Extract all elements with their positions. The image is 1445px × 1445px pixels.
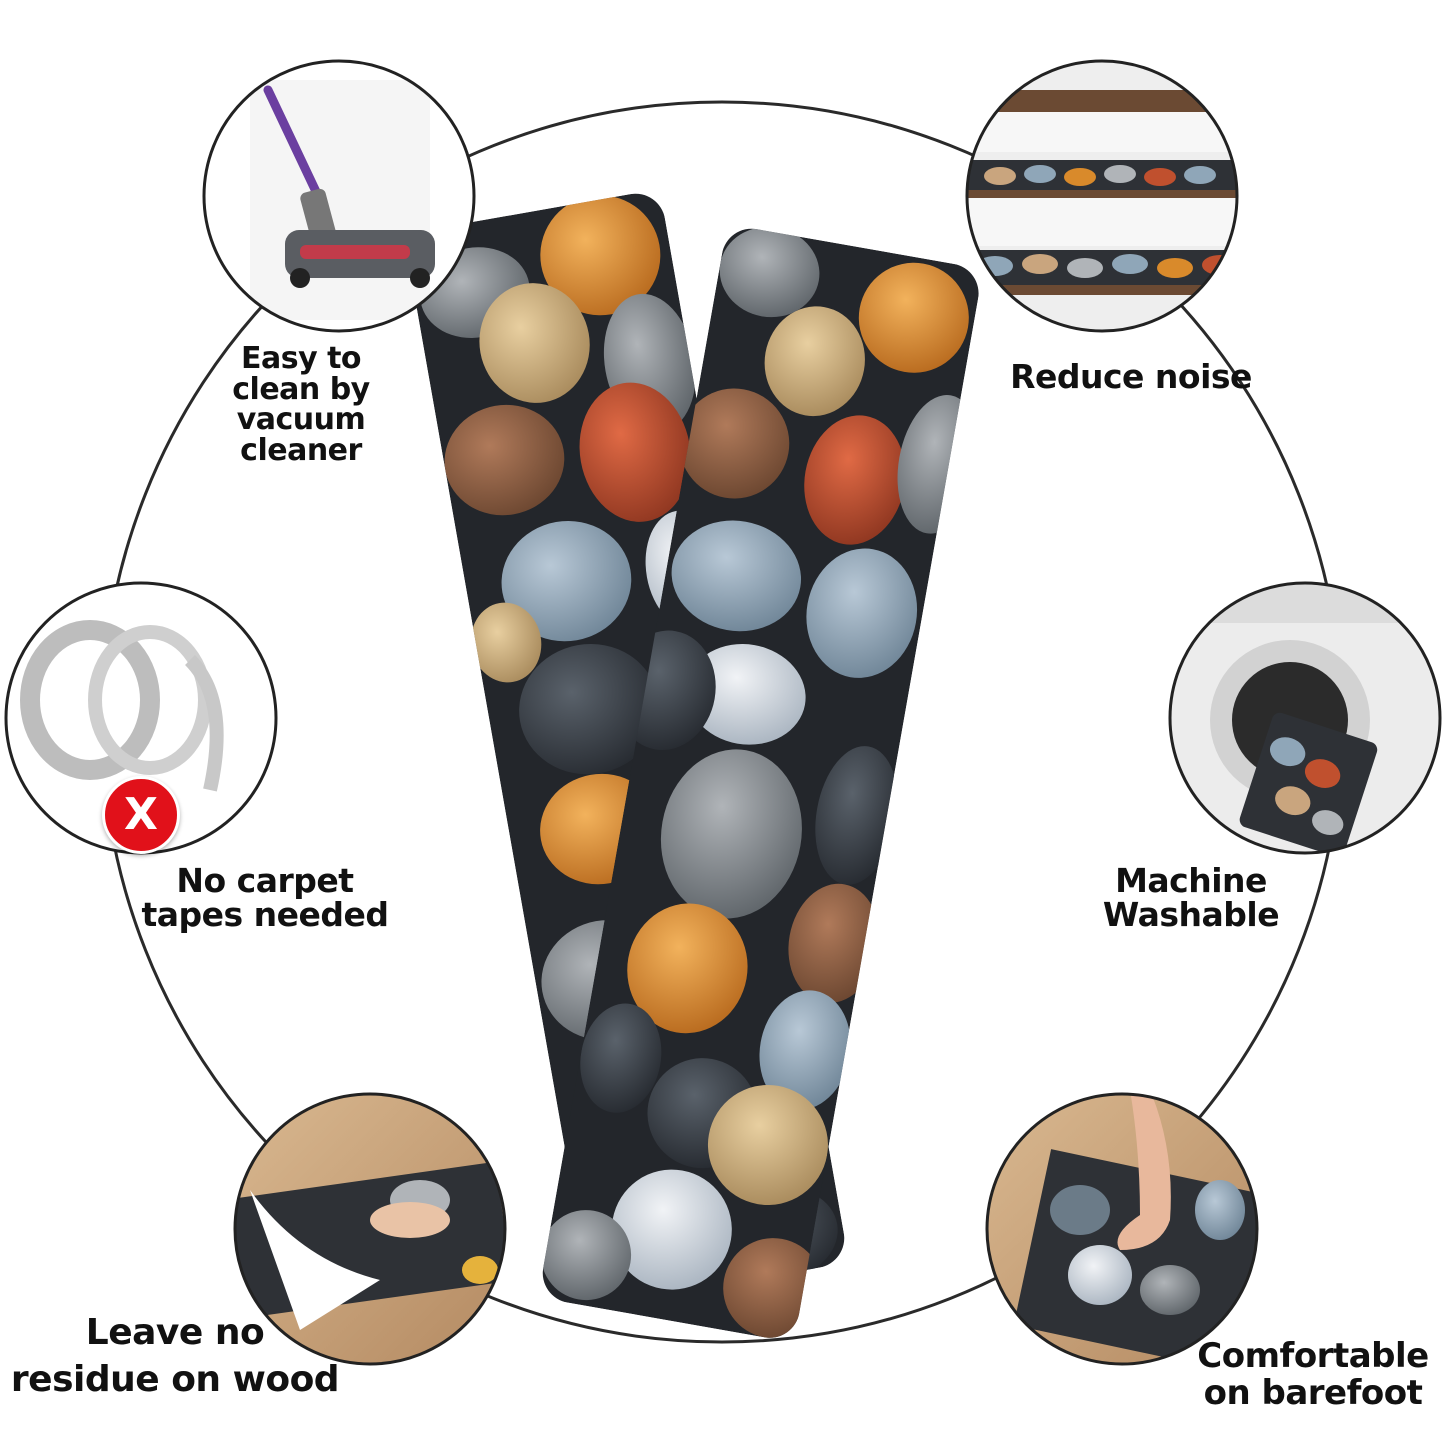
feature-label-vacuum: Easy to clean by vacuum cleaner [232,341,370,468]
tape-roll-icon [4,581,278,855]
bare-foot-icon [985,1092,1259,1366]
feature-label-noise: Reduce noise [1010,357,1252,396]
washing-machine-icon [1168,581,1442,855]
peel-back-icon [233,1092,507,1366]
prohibited-badge: X [102,776,180,854]
vacuum-cleaner-icon [202,59,476,333]
stairs-icon [965,59,1239,333]
feature-label-tape: No carpet tapes needed [141,861,389,934]
feature-label-wash: Machine Washable [1102,861,1280,934]
feature-label-barefoot: Comfortable on barefoot [1197,1336,1429,1414]
feature-label-residue: Leave no residue on wood [10,1312,340,1400]
